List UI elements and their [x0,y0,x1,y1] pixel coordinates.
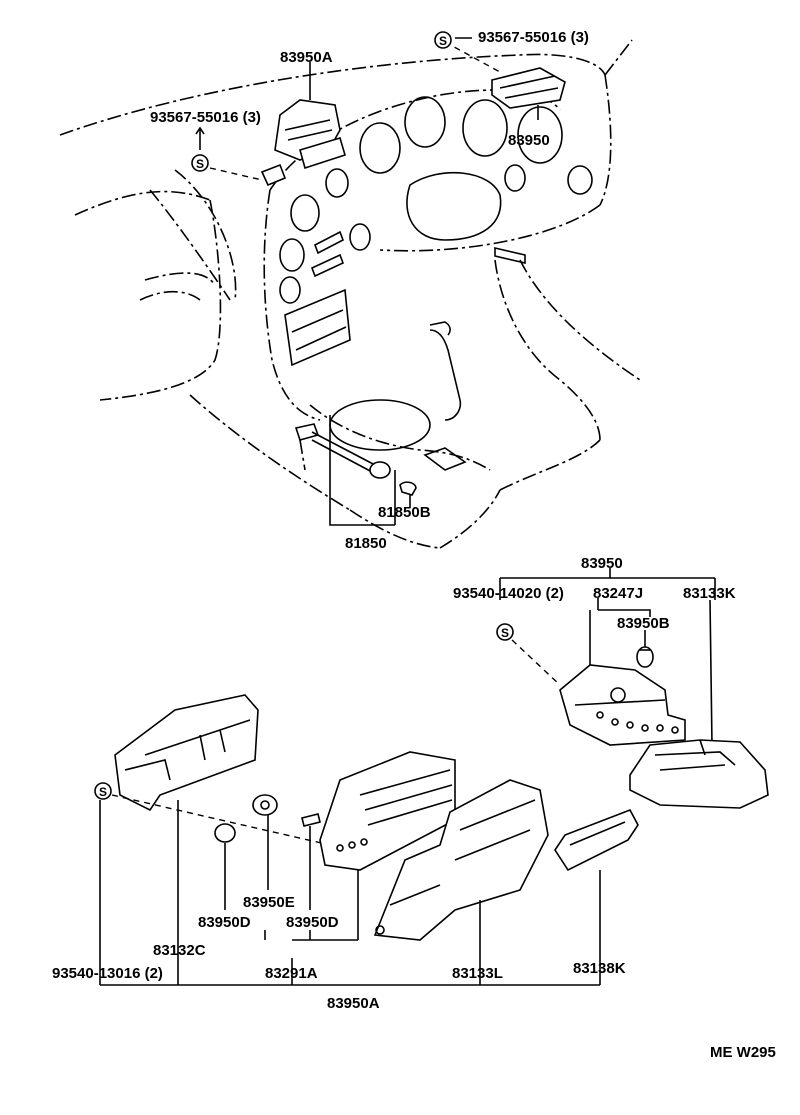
label-83950D-left: 83950D [198,914,251,931]
label-93567-55016-right: 93567-55016 (3) [478,29,589,46]
label-93540-14020: 93540-14020 (2) [453,585,564,602]
label-83133K: 83133K [683,585,736,602]
part-83950-upper [491,67,566,109]
part-83950D-bulb-left [214,823,236,843]
label-83291A: 83291A [265,965,318,982]
part-labels: 83950A 93567-55016 (3) 93567-55016 (3) 8… [52,29,776,1061]
label-83950A-top: 83950A [280,49,333,66]
screw-symbol-text: S [99,785,107,799]
part-83950D-bulb-right [301,813,321,827]
center-console [329,246,526,471]
screw-symbol-text: S [439,34,447,48]
lower-leader-lines [99,800,601,986]
label-83950E: 83950E [243,894,295,911]
part-83132C-bracket [114,694,259,812]
label-83950D-right: 83950D [286,914,339,931]
gauge-cluster [279,96,593,367]
group-83950-bracket [499,568,716,746]
label-93540-13016: 93540-13016 (2) [52,965,163,982]
part-81850-courtesy-light [294,423,417,496]
diagram-code: ME W295 [710,1044,776,1061]
part-83133L-housing [373,779,549,941]
screw-symbol-upper-left: S [191,154,209,172]
part-83133K-module [629,739,769,809]
label-83247J: 83247J [593,585,643,602]
label-83950-upper: 83950 [508,132,550,149]
leader-screw-lower [111,794,331,846]
dashboard-outline [59,39,641,549]
leader-screw-right [511,639,561,686]
screw-symbol-upper-right: S [434,31,452,49]
label-83950-group: 83950 [581,555,623,572]
part-83291A-panel [319,751,456,871]
screw-symbol-text: S [501,626,509,640]
part-83950B-bulb [636,646,654,668]
label-81850: 81850 [345,535,387,552]
screw-symbol-right: S [496,623,514,641]
part-83950E-bulb [252,794,278,816]
label-83138K: 83138K [573,960,626,977]
label-81850B: 81850B [378,504,431,521]
part-83138K-plate [554,808,639,872]
part-83950A-upper [260,99,346,187]
label-83950A-bottom: 83950A [327,995,380,1012]
screw-symbol-text: S [196,157,204,171]
label-93567-55016-left: 93567-55016 (3) [150,109,261,126]
part-83247J-switch-body [559,664,686,746]
label-83950B: 83950B [617,615,670,632]
label-83132C: 83132C [153,942,206,959]
label-83133L: 83133L [452,965,503,982]
screw-symbol-lower: S [94,782,112,800]
upper-leader-lines [195,37,539,526]
